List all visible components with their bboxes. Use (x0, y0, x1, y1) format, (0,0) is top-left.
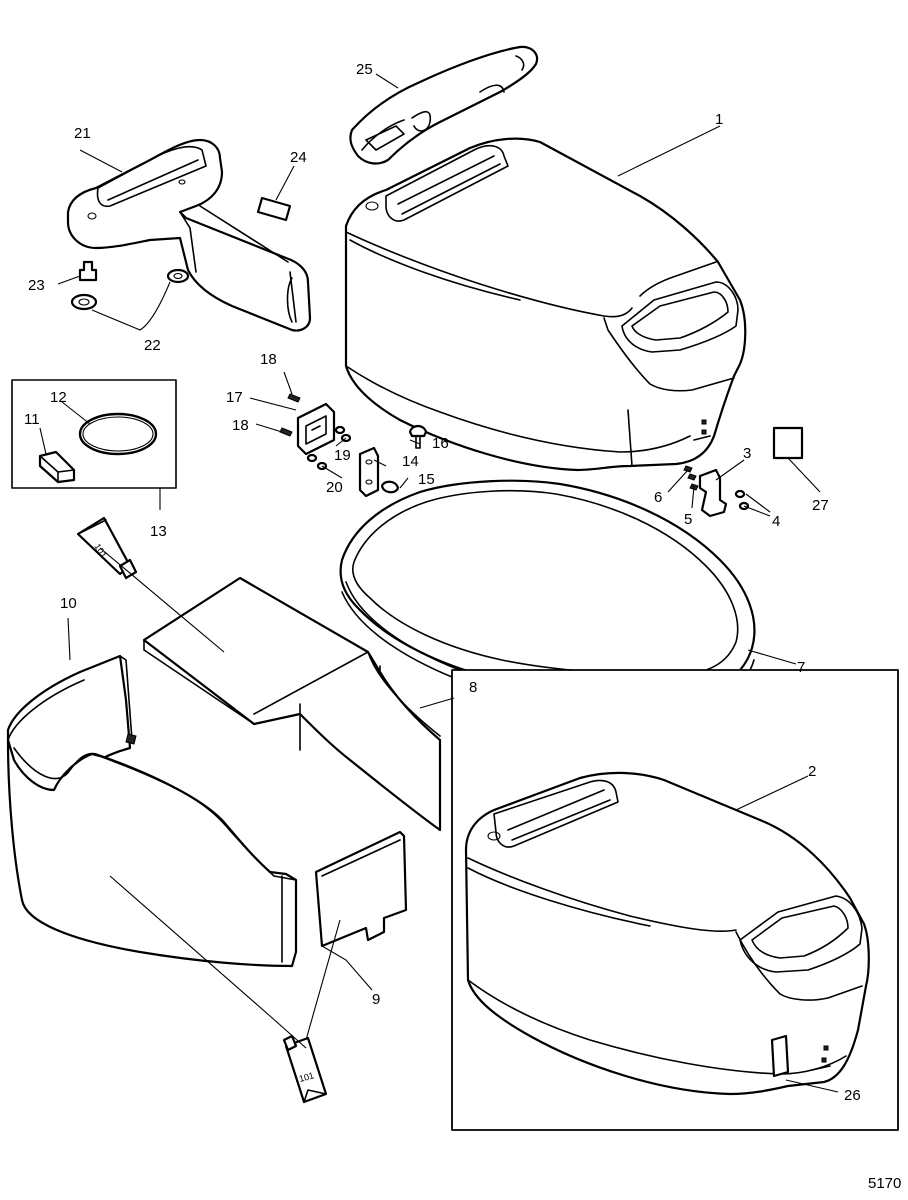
sealant-tube-upper (76, 516, 138, 580)
hinge-bracket-assembly (683, 465, 750, 518)
part-24-decal (256, 196, 292, 222)
callout-25: 25 (356, 61, 373, 78)
part-21-intake-duct (66, 138, 312, 332)
part-10-lower-side-panel (6, 654, 298, 968)
callout-labels: 1 2 3 4 5 6 7 8 9 10 11 12 13 14 15 16 1… (24, 61, 901, 1192)
part-2-inset-box (451, 669, 899, 1131)
callout-16: 16 (432, 435, 449, 452)
callout-11: 11 (24, 411, 40, 428)
callout-3: 3 (743, 445, 751, 462)
part-13-kit-box (11, 379, 177, 489)
part-16-screw (408, 424, 428, 449)
part-8-lower-cowl (142, 576, 442, 832)
part-25-handle-cover (349, 45, 539, 165)
tube-label-lower: 101 (298, 1070, 315, 1084)
callout-10: 10 (60, 595, 77, 612)
part-9-panel (314, 830, 408, 948)
callout-7: 7 (797, 659, 805, 676)
callout-17: 17 (226, 389, 243, 406)
sealant-tube-lower (282, 1034, 328, 1104)
callout-19: 19 (334, 447, 351, 464)
callout-18-lower: 18 (232, 417, 249, 434)
part-27-label (772, 426, 804, 460)
callout-9: 9 (372, 991, 380, 1008)
callout-20: 20 (326, 479, 343, 496)
part-1-top-cowl (344, 137, 747, 472)
callout-2: 2 (808, 763, 816, 780)
callout-27: 27 (812, 497, 829, 514)
callout-14: 14 (402, 453, 419, 470)
callout-24: 24 (290, 149, 307, 166)
callout-1: 1 (715, 111, 723, 128)
part-7-cowl-seal (339, 479, 756, 703)
figure-number: 5170 (868, 1175, 901, 1192)
part-22-grommets (70, 268, 190, 311)
callout-23: 23 (28, 277, 45, 294)
callout-15: 15 (418, 471, 435, 488)
callout-5: 5 (684, 511, 692, 528)
callout-18-upper: 18 (260, 351, 277, 368)
callout-8: 8 (469, 679, 477, 696)
part-23-stud (78, 260, 98, 282)
callout-13: 13 (150, 523, 167, 540)
callout-26: 26 (844, 1087, 861, 1104)
leader-lines (39, 73, 839, 1093)
callout-12: 12 (50, 389, 67, 406)
callout-22: 22 (144, 337, 161, 354)
callout-21: 21 (74, 125, 91, 142)
callout-6: 6 (654, 489, 662, 506)
callout-4: 4 (772, 513, 780, 530)
